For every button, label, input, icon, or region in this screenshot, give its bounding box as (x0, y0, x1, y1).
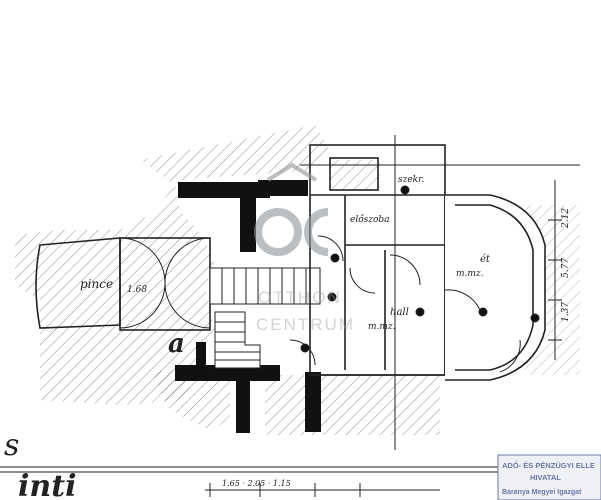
section-marker-a: a (168, 329, 185, 359)
staircase (209, 267, 321, 369)
dimension-mid: 5.77 (561, 258, 571, 278)
stamp-line-3: Baranya Megyei Igazgat (502, 489, 582, 496)
dimension-bottom: 1.37 (561, 302, 571, 322)
dining-sublabel: m.mz. (456, 269, 484, 279)
cellar-label: pince (80, 277, 113, 291)
dimension-top: 2.12 (561, 208, 571, 229)
official-stamp: ADÓ- ÉS PÉNZÜGYI ELLE HIVATAL Baranya Me… (497, 454, 601, 500)
dining-label: ét (480, 254, 491, 265)
title-fragment: inti (18, 469, 76, 500)
hall-sublabel: m.mz. (368, 322, 396, 332)
watermark-text-top: OTTHON (258, 288, 342, 307)
dining-bay (444, 194, 546, 381)
hall-label: hall (390, 307, 409, 318)
plan-labels: pince 1.68 s inti a szekr. előszoba ét m… (4, 175, 571, 500)
cabinet-label: szekr. (398, 175, 424, 185)
door-swings (289, 185, 540, 366)
title-fragment-left: s (4, 428, 19, 463)
stamp-line-1: ADÓ- ÉS PÉNZÜGYI ELLE (502, 461, 595, 470)
thick-walls (175, 180, 321, 433)
bottom-dimensions: 1.65 · 2.05 · 1.15 (222, 479, 291, 488)
building-outline (309, 144, 446, 376)
cellar-dimension: 1.68 (127, 285, 147, 295)
stamp-line-2: HIVATAL (530, 473, 561, 482)
watermark-text-bottom: CENTRUM (256, 315, 355, 334)
watermark-logo: OTTHON CENTRUM (254, 162, 355, 334)
hallway-label: előszoba (350, 214, 390, 225)
